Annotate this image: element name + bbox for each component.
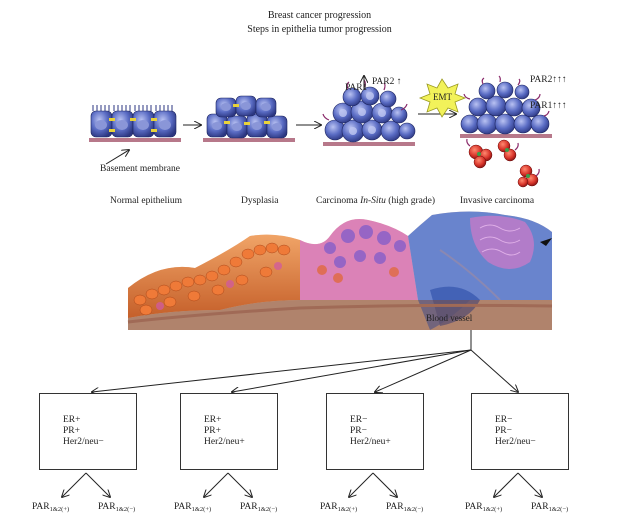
invasive-carcinoma-illustration — [460, 75, 552, 188]
par1-invasive-label: PAR1↑↑↑ — [530, 101, 567, 111]
par-positive-label: PAR1&2(+) — [174, 502, 212, 513]
emt-star — [418, 78, 467, 118]
er-status: ER+ — [63, 415, 81, 425]
par-positive-label: PAR1&2(+) — [32, 502, 70, 513]
figure-title: Breast cancer progression — [267, 10, 372, 21]
par-negative-label: PAR1&2(−) — [386, 502, 424, 513]
par2-invasive-label: PAR2↑↑↑ — [530, 75, 567, 85]
emt-label: EMT — [433, 92, 452, 102]
stage-label-cis: Carcinoma In-Situ (high grade) — [316, 196, 435, 206]
er-status: ER− — [350, 415, 368, 425]
subtype-box-3: ER− PR− Her2/neu+ — [326, 393, 424, 470]
par-positive-label: PAR1&2(+) — [320, 502, 358, 513]
triple-up-arrow-icon: ↑↑↑ — [552, 101, 567, 111]
pr-status: PR+ — [63, 426, 80, 436]
stage-label-invasive: Invasive carcinoma — [460, 196, 535, 206]
dysplasia-illustration — [203, 95, 295, 142]
figure-subtitle: Steps in epithelia tumor progression — [247, 24, 392, 35]
carcinoma-in-situ-illustration — [322, 76, 416, 146]
par-positive-label: PAR1&2(+) — [465, 502, 503, 513]
her2-status: Her2/neu− — [63, 437, 104, 447]
subtype-box-1: ER+ PR+ Her2/neu− — [39, 393, 137, 470]
her2-status: Her2/neu+ — [204, 437, 245, 447]
up-arrow-icon: ↑ — [396, 77, 402, 87]
basement-membrane-label: Basement membrane — [100, 164, 180, 174]
subtype-box-2: ER+ PR+ Her2/neu+ — [180, 393, 278, 470]
par-arrows — [62, 472, 542, 497]
par1-cis-label: PAR1 — [345, 83, 368, 93]
pr-status: PR− — [495, 426, 512, 436]
par-negative-label: PAR1&2(−) — [531, 502, 569, 513]
subtype-box-4: ER− PR− Her2/neu− — [471, 393, 569, 470]
par2-cis-label: PAR2 ↑ — [372, 77, 402, 87]
blood-vessel-label: Blood vessel — [426, 313, 473, 323]
basement-membrane-line — [89, 138, 181, 142]
er-status: ER− — [495, 415, 513, 425]
basement-membrane-arrow — [105, 150, 129, 165]
er-status: ER+ — [204, 415, 222, 425]
normal-epithelium-illustration — [89, 105, 181, 165]
her2-status: Her2/neu− — [495, 437, 536, 447]
par-negative-label: PAR1&2(−) — [240, 502, 278, 513]
pr-status: PR− — [350, 426, 367, 436]
her2-status: Her2/neu+ — [350, 437, 391, 447]
stage-label-dysplasia: Dysplasia — [241, 196, 279, 206]
triple-up-arrow-icon: ↑↑↑ — [552, 75, 567, 85]
stage-label-normal: Normal epithelium — [110, 196, 183, 206]
pr-status: PR+ — [204, 426, 221, 436]
par-negative-label: PAR1&2(−) — [98, 502, 136, 513]
branch-lines — [92, 330, 518, 392]
tissue-panorama — [127, 211, 553, 330]
